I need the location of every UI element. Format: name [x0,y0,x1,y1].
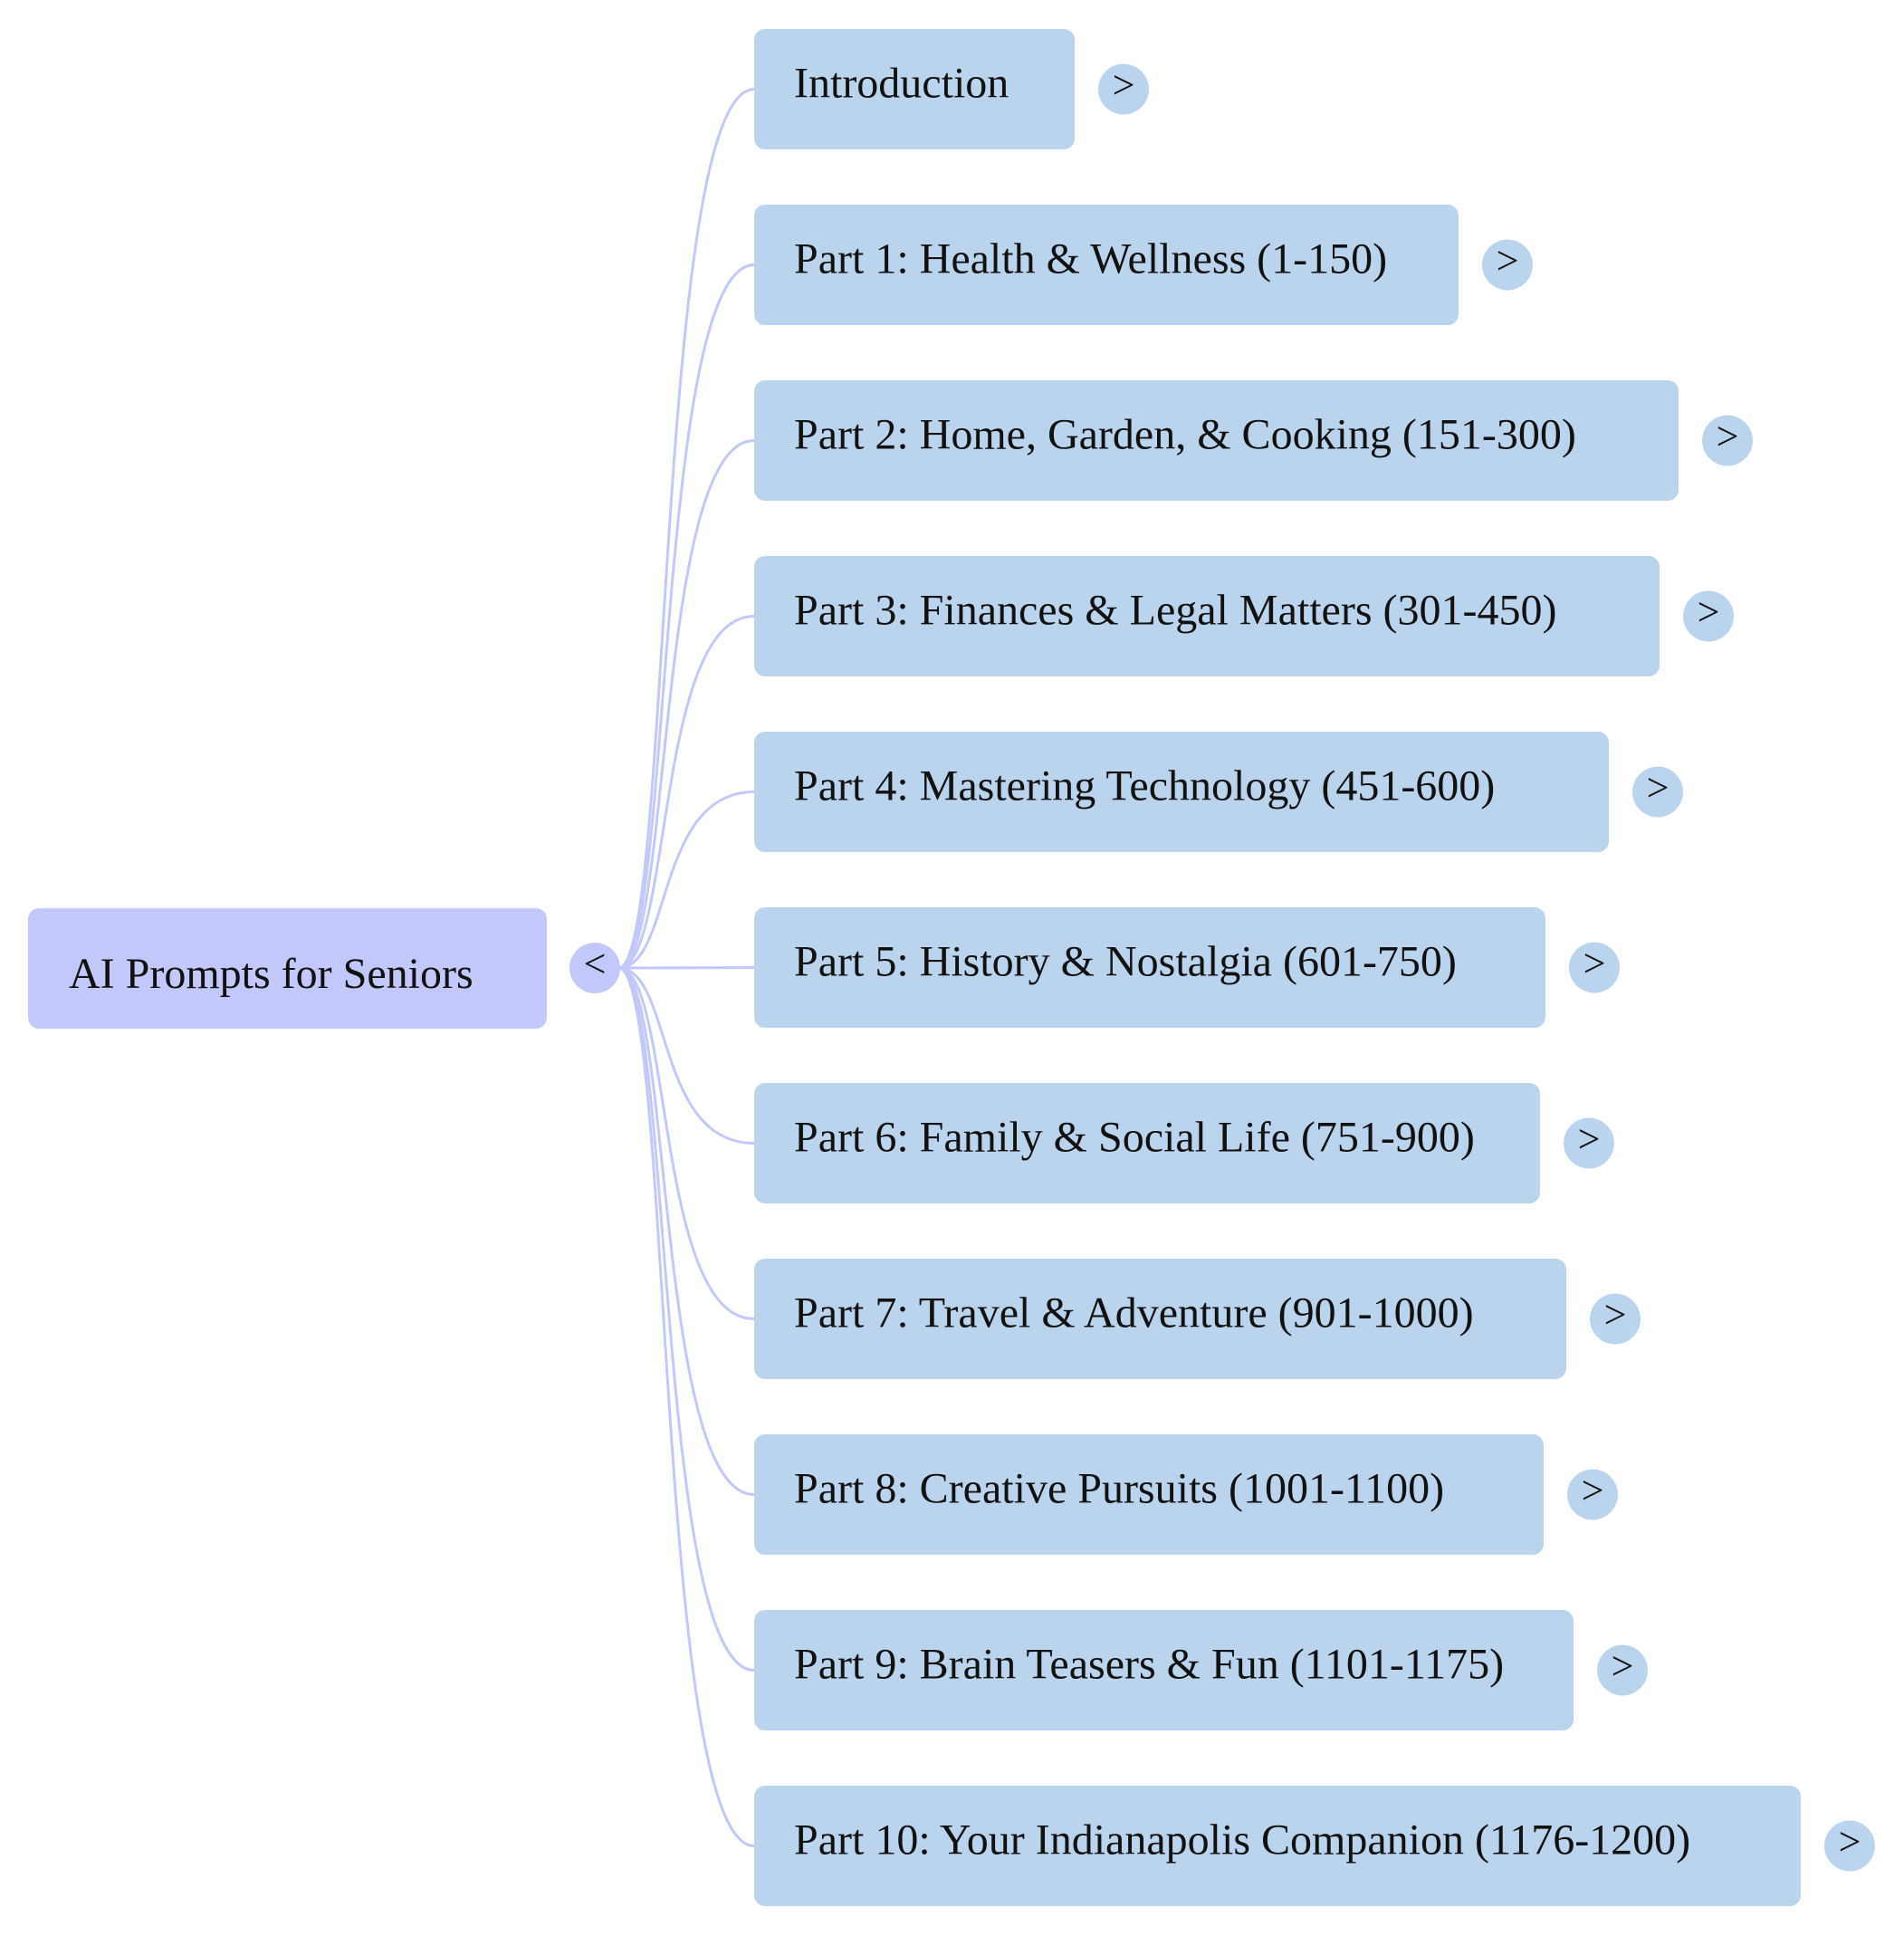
expand-toggle-circle[interactable] [1569,942,1620,993]
child-nodes: Introduction > Part 1: Health & Wellness (… [754,29,1875,1906]
root-toggle-circle[interactable] [569,943,620,993]
child-node-box[interactable] [754,29,1075,149]
connector-line [617,966,755,1320]
child-node[interactable]: Part 9: Brain Teasers & Fun (1101-1175) [754,1610,1574,1730]
expand-toggle-circle[interactable] [1632,766,1683,818]
child-node[interactable]: Part 7: Travel & Adventure (901-1000) [754,1259,1566,1379]
connector-line [617,615,755,970]
child-expand-toggle[interactable]: > [1597,1644,1648,1696]
child-expand-toggle[interactable]: > [1683,590,1734,642]
connector-line [617,966,755,1847]
connector-line [617,791,755,970]
expand-chevron-icon: > [1578,1117,1601,1162]
expand-chevron-icon: > [1839,1820,1861,1864]
child-node-box[interactable] [754,732,1609,852]
expand-chevron-icon: > [1582,1469,1604,1513]
root-node-label: AI Prompts for Seniors [69,950,474,998]
child-node[interactable]: Part 8: Creative Pursuits (1001-1100) [754,1434,1544,1555]
child-node-label: Part 8: Creative Pursuits (1001-1100) [794,1465,1444,1513]
expand-toggle-circle[interactable] [1702,415,1753,466]
child-node[interactable]: Part 2: Home, Garden, & Cooking (151-300… [754,380,1679,501]
child-node-label: Part 2: Home, Garden, & Cooking (151-300… [794,411,1576,459]
root-collapse-toggle[interactable]: < [569,942,620,993]
connector-line [617,966,755,1672]
expand-toggle-circle[interactable] [1683,590,1734,642]
expand-chevron-icon: > [1612,1644,1634,1689]
child-node-label: Part 3: Finances & Legal Matters (301-45… [794,587,1556,635]
child-expand-toggle[interactable]: > [1590,1293,1641,1345]
child-node-box[interactable] [754,380,1679,501]
expand-chevron-icon: > [1604,1293,1627,1337]
expand-toggle-circle[interactable] [1482,239,1533,291]
expand-toggle-circle[interactable] [1590,1293,1641,1345]
expand-toggle-circle[interactable] [1567,1469,1618,1520]
connector-line [617,439,755,970]
connector-line [617,966,755,970]
child-node[interactable]: Part 6: Family & Social Life (751-900) [754,1083,1540,1203]
child-node-box[interactable] [754,205,1459,325]
child-node-label: Part 4: Mastering Technology (451-600) [794,762,1495,810]
child-node-label: Introduction [794,60,1009,108]
child-node-label: Part 7: Travel & Adventure (901-1000) [794,1289,1474,1337]
child-expand-toggle[interactable]: > [1482,239,1533,291]
child-expand-toggle[interactable]: > [1564,1117,1614,1169]
child-expand-toggle[interactable]: > [1824,1820,1875,1872]
child-node[interactable]: Part 1: Health & Wellness (1-150) [754,205,1459,325]
child-node-box[interactable] [754,1083,1540,1203]
child-node-box[interactable] [754,1434,1544,1555]
child-node[interactable]: Part 5: History & Nostalgia (601-750) [754,907,1545,1028]
child-node[interactable]: Part 3: Finances & Legal Matters (301-45… [754,556,1660,676]
child-node-label: Part 6: Family & Social Life (751-900) [794,1114,1475,1162]
expand-chevron-icon: > [1113,63,1135,108]
expand-chevron-icon: > [1717,415,1739,459]
child-expand-toggle[interactable]: > [1569,942,1620,993]
expand-chevron-icon: > [1583,942,1606,986]
connector-line [617,88,755,970]
connectors [617,88,755,1847]
child-node-label: Part 1: Health & Wellness (1-150) [794,235,1387,283]
collapse-chevron-icon: < [584,942,607,986]
child-node-box[interactable] [754,907,1545,1028]
child-expand-toggle[interactable]: > [1567,1469,1618,1520]
root-node[interactable]: AI Prompts for Seniors [28,908,547,1029]
connector-line [617,966,755,1496]
child-node-box[interactable] [754,1259,1566,1379]
expand-toggle-circle[interactable] [1597,1644,1648,1696]
child-expand-toggle[interactable]: > [1632,766,1683,818]
connector-line [617,966,755,1145]
child-expand-toggle[interactable]: > [1098,63,1149,115]
child-expand-toggle[interactable]: > [1702,415,1753,466]
child-node-box[interactable] [754,556,1660,676]
child-node[interactable]: Part 4: Mastering Technology (451-600) [754,732,1609,852]
expand-toggle-circle[interactable] [1824,1820,1875,1872]
child-node[interactable]: Part 10: Your Indianapolis Companion (11… [754,1786,1801,1906]
root-node-box[interactable] [28,908,547,1029]
child-node-label: Part 5: History & Nostalgia (601-750) [794,938,1457,986]
child-node-box[interactable] [754,1610,1574,1730]
expand-toggle-circle[interactable] [1098,63,1149,115]
child-node-label: Part 9: Brain Teasers & Fun (1101-1175) [794,1641,1504,1689]
expand-chevron-icon: > [1698,590,1720,635]
expand-toggle-circle[interactable] [1564,1117,1614,1169]
expand-chevron-icon: > [1497,239,1519,283]
child-node[interactable]: Introduction [754,29,1075,149]
child-node-box[interactable] [754,1786,1801,1906]
child-node-label: Part 10: Your Indianapolis Companion (11… [794,1816,1690,1864]
expand-chevron-icon: > [1647,766,1670,810]
connector-line [617,264,755,970]
